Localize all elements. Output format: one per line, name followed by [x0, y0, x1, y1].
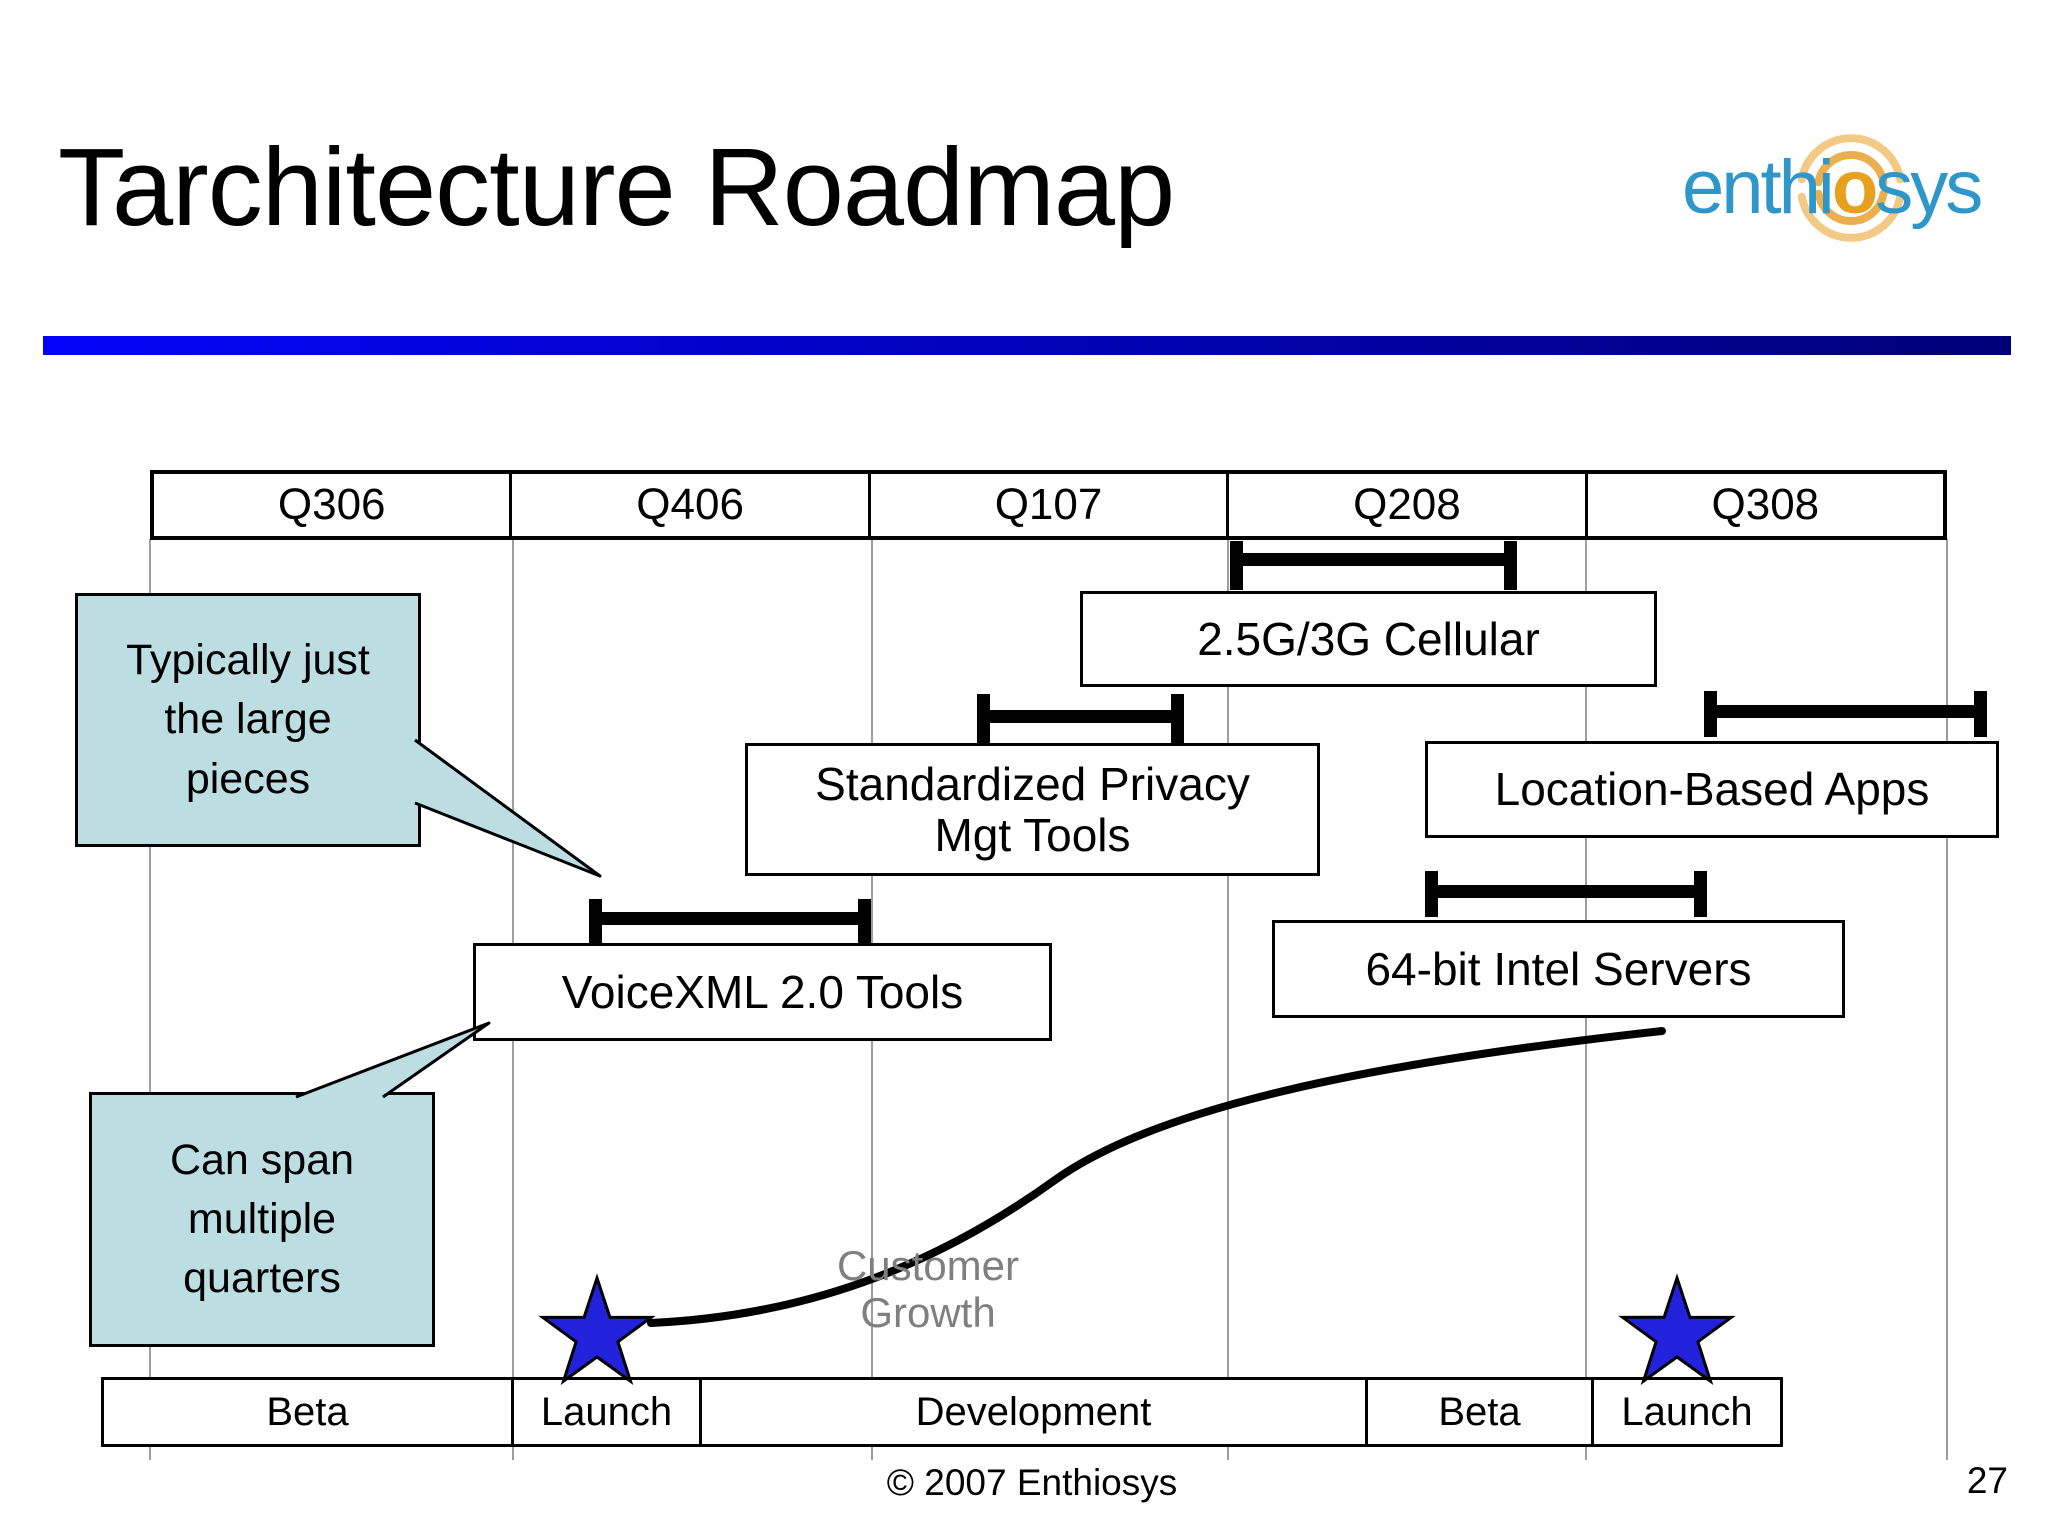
callout-text: Typically just the large pieces — [126, 636, 370, 803]
callout-multiple-quarters: Can span multiple quarters — [89, 1092, 435, 1347]
phase-cell-development: Development — [702, 1380, 1368, 1444]
quarter-cell-q406: Q406 — [512, 474, 871, 536]
feature-label: Location-Based Apps — [1494, 763, 1930, 816]
callout-large-pieces: Typically just the large pieces — [75, 593, 421, 847]
feature-box-privacy: Standardized Privacy Mgt Tools — [745, 743, 1320, 876]
feature-label: 2.5G/3G Cellular — [1197, 612, 1540, 665]
launch-star-icon — [538, 1273, 656, 1385]
customer-growth-label: Customer Growth — [836, 1242, 1020, 1337]
quarter-cell-q306: Q306 — [154, 474, 513, 536]
callout-text: Can span multiple quarters — [169, 1135, 355, 1303]
callout-tail-multiple-quarters — [295, 1021, 491, 1099]
feature-label: Standardized Privacy Mgt Tools — [815, 757, 1250, 861]
feature-box-servers: 64-bit Intel Servers — [1272, 920, 1845, 1018]
span-bar-servers — [1425, 871, 1707, 917]
feature-label: VoiceXML 2.0 Tools — [561, 965, 964, 1018]
phase-cell-launch-1: Launch — [514, 1380, 702, 1444]
slide-title: Tarchitecture Roadmap — [58, 126, 1175, 249]
feature-label: 64-bit Intel Servers — [1365, 942, 1752, 995]
feature-box-voicexml: VoiceXML 2.0 Tools — [473, 943, 1052, 1041]
title-divider — [43, 336, 2011, 355]
phase-cell-beta-1: Beta — [104, 1380, 514, 1444]
enthiosys-logo: enthiosys — [1682, 134, 1984, 242]
span-bar-privacy — [977, 694, 1184, 743]
span-bar-location — [1704, 691, 1987, 737]
phase-cell-beta-2: Beta — [1368, 1380, 1594, 1444]
quarter-cell-q308: Q308 — [1711, 480, 1820, 529]
callout-tail-large-pieces — [413, 738, 602, 878]
launch-star-icon — [1618, 1273, 1736, 1385]
copyright-text: © 2007 Enthiosys — [886, 1462, 1178, 1503]
page-number: 27 — [1966, 1460, 2008, 1501]
quarter-cell-q208: Q208 — [1229, 474, 1588, 536]
phase-cell-launch-2: Launch — [1621, 1389, 1753, 1434]
feature-box-cellular: 2.5G/3G Cellular — [1080, 591, 1657, 687]
quarter-cell-q107: Q107 — [871, 474, 1230, 536]
quarter-header-row: Q306 Q406 Q107 Q208 Q308 — [150, 470, 1947, 540]
logo-wave-arcs-icon — [1797, 134, 1905, 242]
phase-row: Beta Launch Development Beta Launch — [101, 1377, 1783, 1447]
span-bar-voicexml — [589, 899, 871, 944]
logo-wordmark: enthiosys — [1682, 145, 1981, 230]
span-bar-cellular — [1230, 541, 1517, 590]
feature-box-location: Location-Based Apps — [1425, 741, 1999, 838]
